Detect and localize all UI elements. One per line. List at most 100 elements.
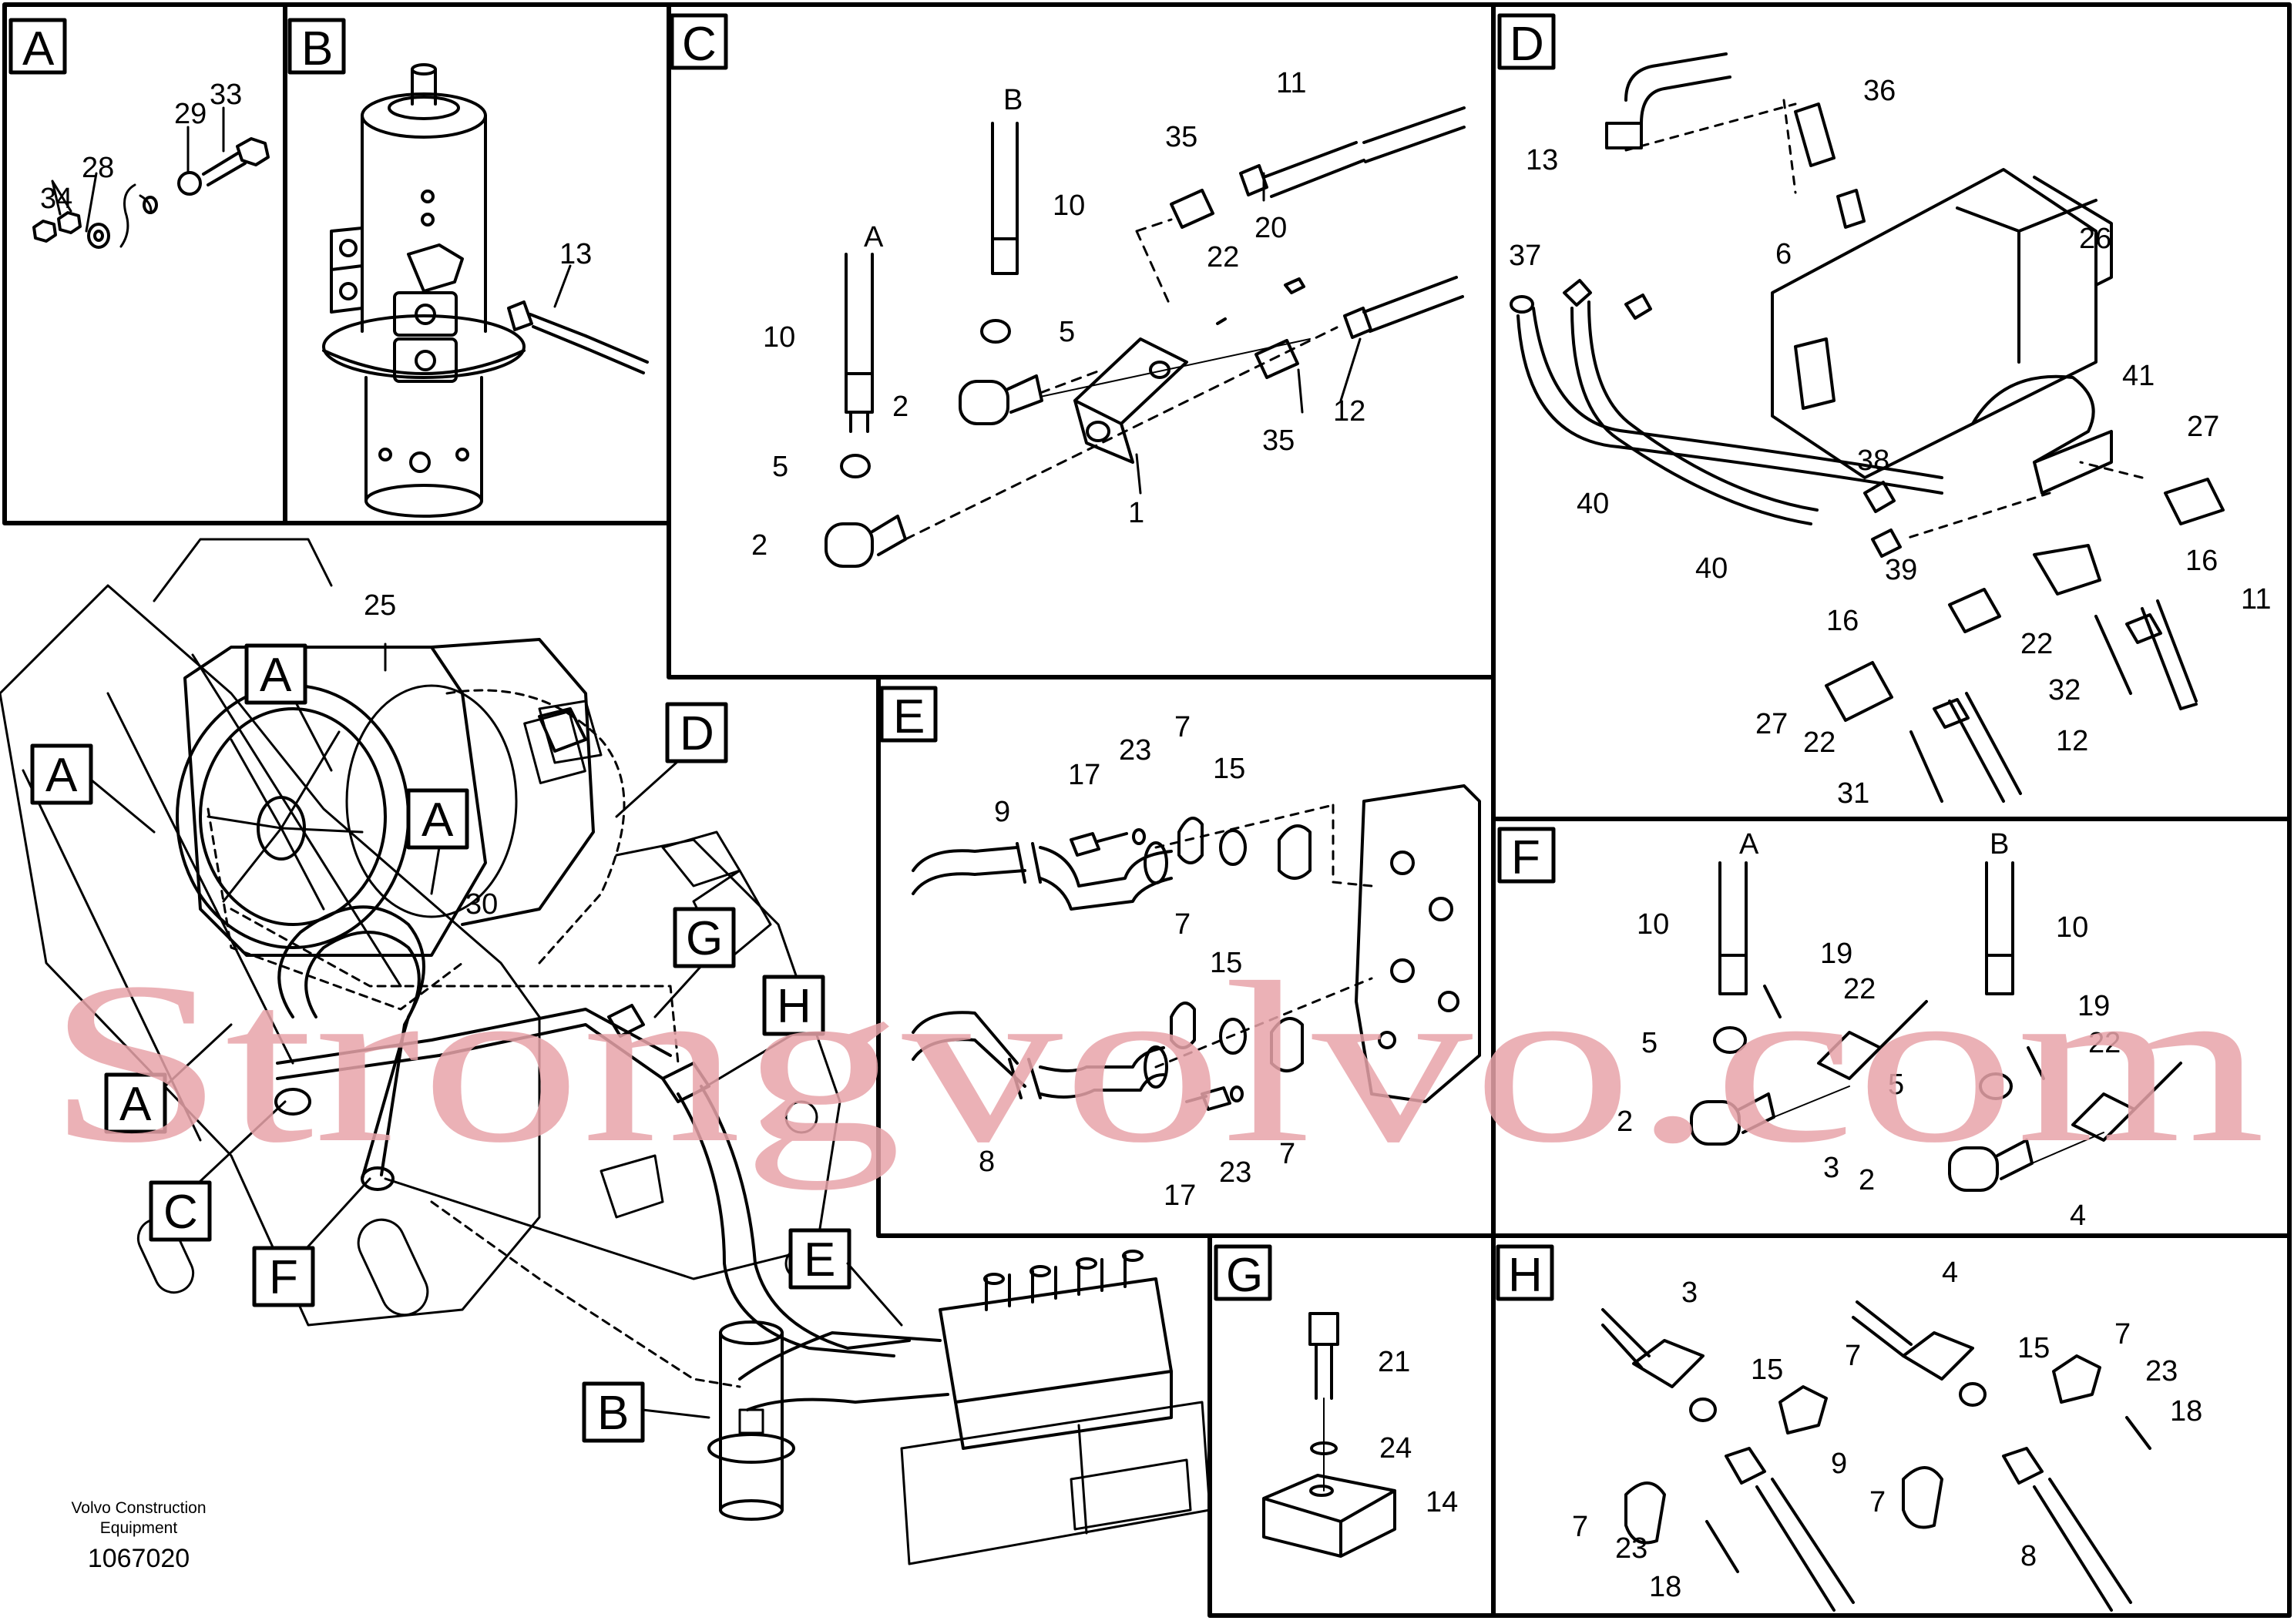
panel-e-tag-box	[879, 686, 938, 743]
clamp-27	[2164, 478, 2225, 525]
part-label: 13	[559, 238, 592, 270]
part-label: 26	[2079, 223, 2111, 255]
flange-4	[1902, 1331, 1974, 1381]
panel-h-frame	[1491, 1233, 2292, 1618]
port-hole	[415, 350, 436, 371]
panel-a	[2, 2, 287, 525]
split-flange-7	[1170, 1002, 1196, 1049]
part-label: 3	[1681, 1277, 1698, 1309]
part-label: 23	[1219, 1156, 1251, 1189]
part-label: 7	[1174, 711, 1191, 743]
valve-port	[1429, 897, 1453, 921]
split-flange-7	[1278, 824, 1312, 880]
flange	[1144, 1045, 1168, 1089]
callout-a2	[30, 743, 93, 805]
tube-4	[1852, 1300, 1913, 1357]
tube-3	[1601, 1308, 1651, 1369]
panel-e	[876, 675, 1496, 1238]
assembly-line	[1040, 338, 1311, 398]
leader-lines	[51, 106, 225, 233]
swivel-cap	[388, 96, 460, 120]
elbow-2	[959, 380, 1009, 425]
part-label: 24	[1379, 1432, 1412, 1465]
overview-labels: 25 30 A A A A D G H C F E B	[45, 589, 835, 1440]
part-label: 5	[772, 451, 788, 483]
swivel-port	[738, 1408, 764, 1434]
panel-h-tag-box	[1496, 1244, 1554, 1301]
o-ring-15	[1219, 829, 1247, 866]
hose-end	[507, 300, 587, 350]
adapter-5	[1713, 1026, 1747, 1054]
fitting-6	[1836, 189, 1866, 229]
part-label: 34	[40, 183, 72, 215]
bracket	[600, 1154, 664, 1219]
part-label: 10	[1637, 908, 1669, 941]
clamp-hole	[1086, 421, 1110, 442]
bolt-shank-21	[1315, 1343, 1333, 1400]
hose-11-end	[2125, 613, 2162, 644]
flange-3	[1632, 1339, 1705, 1388]
swivel-flange	[322, 314, 526, 379]
elbow-2-outlet	[1996, 1139, 2034, 1180]
callout-a2-label: A	[45, 749, 78, 802]
assembly-lines	[1773, 1085, 2104, 1164]
assembly-line	[1624, 102, 1797, 152]
callout-a3	[406, 788, 469, 850]
callout-a1-label: A	[260, 649, 292, 702]
valve-port	[1438, 991, 1459, 1012]
adapter-5	[980, 319, 1011, 344]
hole-icon	[143, 196, 158, 214]
panel-a-labels: 34 28 29 33	[40, 79, 242, 215]
pump-edges	[1956, 199, 2098, 364]
panel-a-frame	[2, 2, 287, 525]
part-label: 37	[1509, 240, 1541, 272]
swivel-lower-body	[364, 376, 483, 502]
port-hole	[409, 451, 431, 473]
part-label: 12	[2056, 725, 2088, 757]
part-label: 40	[1695, 552, 1728, 585]
hose-12	[1948, 692, 2022, 803]
hidden-hose	[430, 1200, 741, 1388]
part-label: 22	[1803, 726, 1836, 759]
port-hole	[421, 213, 435, 226]
panel-tag-h: H	[1508, 1249, 1543, 1302]
side-port-blocks	[330, 226, 364, 314]
panel-tags: A B C D E F G H	[22, 18, 1544, 1302]
part-label: 15	[2017, 1332, 2050, 1364]
part-label: 7	[1845, 1340, 1861, 1372]
panel-b-frame	[283, 2, 671, 525]
part-label: 22	[1843, 973, 1876, 1005]
pump-body	[1771, 168, 2098, 479]
overview-drawing	[0, 538, 1211, 1565]
bolt-head-21	[1308, 1312, 1339, 1346]
panel-d	[1491, 2, 2292, 821]
swivel	[719, 1331, 784, 1512]
part-label: 15	[1213, 753, 1245, 785]
part-label: 13	[1526, 144, 1558, 176]
hidden-hose	[230, 908, 680, 1065]
bracket	[538, 700, 603, 764]
split-flange-7	[2052, 1354, 2101, 1404]
tube-9	[1039, 846, 1173, 911]
panel-a-tag-box	[8, 18, 67, 75]
port-block	[393, 337, 458, 383]
spool-cap	[1122, 1250, 1144, 1262]
hose-route	[276, 1023, 664, 1080]
part-label: B	[1003, 84, 1023, 116]
panel-f-tag-box	[1497, 827, 1556, 884]
part-label: 15	[1210, 947, 1242, 979]
hose-11	[2141, 599, 2198, 710]
port-hole	[339, 282, 358, 300]
valve-frame	[900, 1401, 1211, 1565]
panel-tag-g: G	[1226, 1249, 1263, 1302]
bolt-17	[1185, 1086, 1231, 1111]
part-label: 2	[751, 529, 767, 562]
washer-23	[1132, 828, 1146, 845]
clamp-part	[1948, 588, 2001, 633]
pump	[538, 707, 587, 753]
part-label: A	[864, 221, 884, 253]
part-label: 18	[1649, 1571, 1681, 1603]
callout-c-label: C	[163, 1186, 198, 1239]
part-label: 7	[2114, 1318, 2131, 1351]
hose-13-end	[1605, 122, 1643, 149]
